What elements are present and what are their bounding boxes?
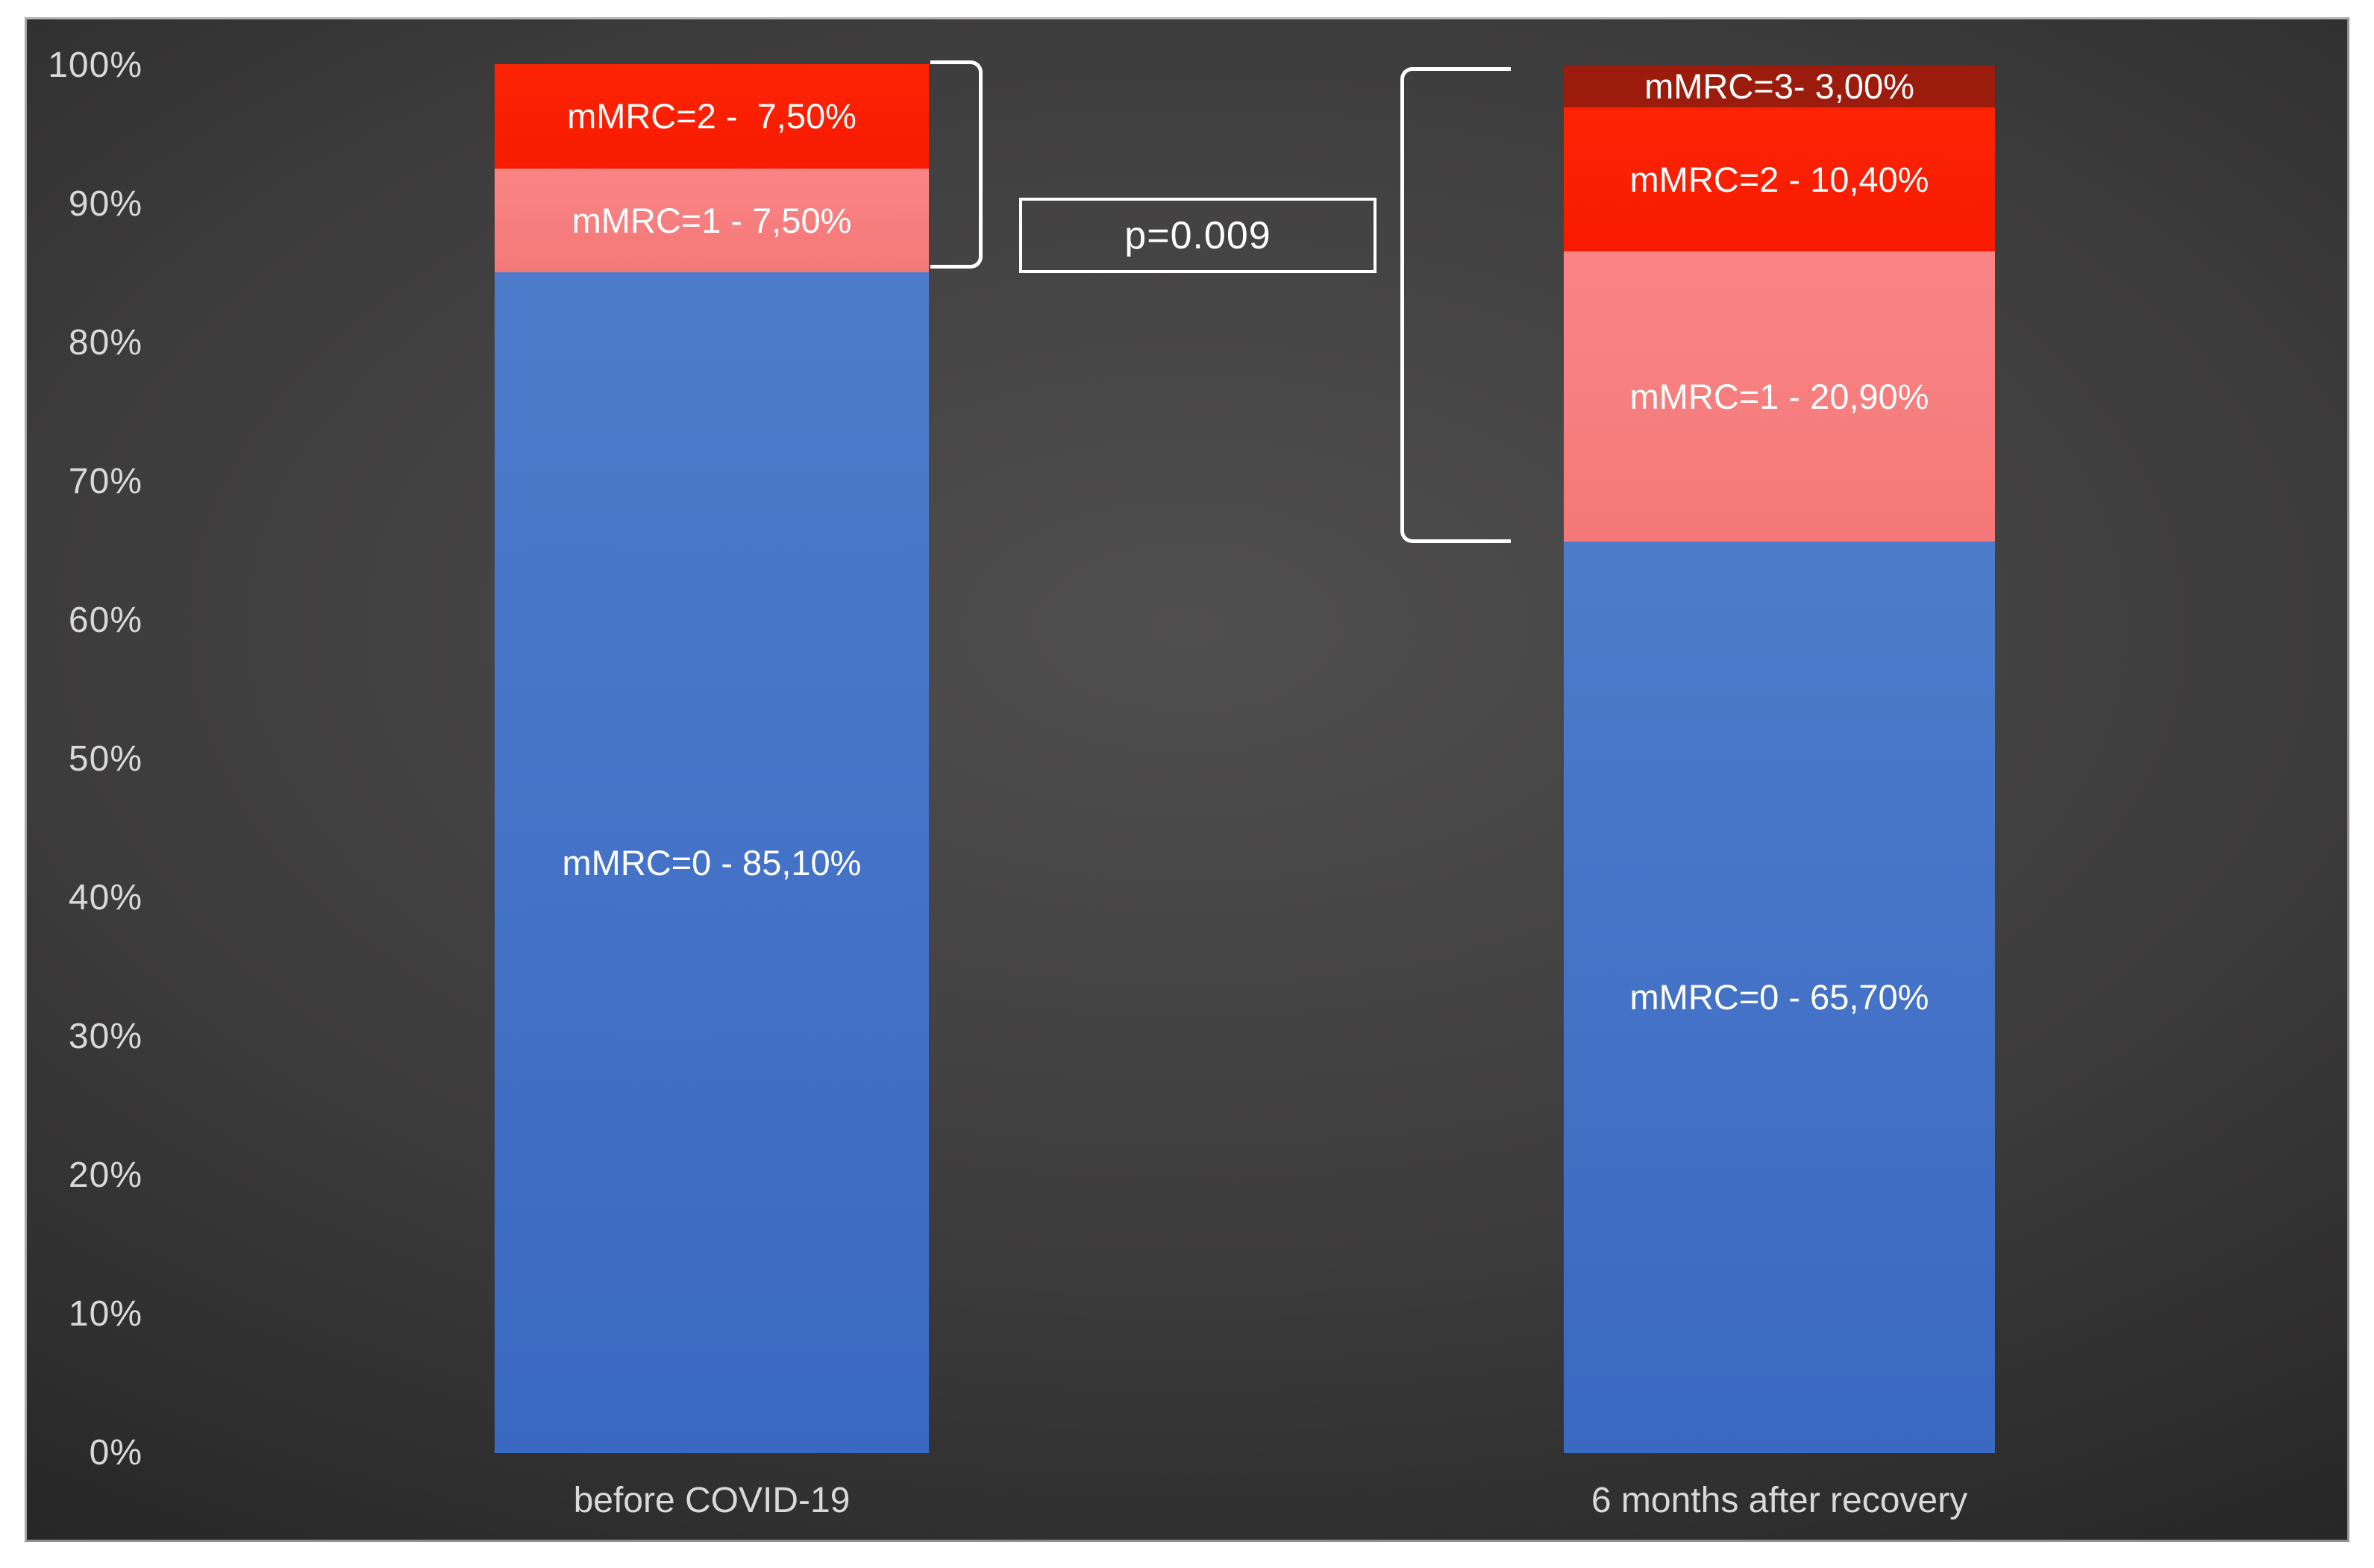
y-axis-tick-label-10: 10%: [68, 1294, 142, 1334]
y-axis-tick-label-0: 0%: [89, 1433, 142, 1473]
right-comparison-bracket: [1400, 67, 1511, 543]
y-axis-tick-label-30: 30%: [68, 1017, 142, 1056]
bar-segment-mmrc-2-after-recovery: mMRC=2 - 10,40%: [1564, 107, 1995, 252]
y-axis-tick-label-90: 90%: [68, 184, 142, 224]
y-axis-tick-label-100: 100%: [48, 46, 142, 85]
segment-data-label: mMRC=0 - 65,70%: [1629, 977, 1929, 1017]
chart-frame: 0% 10% 20% 30% 40% 50% 60% 70% 80% 90% 100% mMRC=0…: [25, 17, 2349, 1542]
p-value-label: p=0.009: [1124, 213, 1271, 257]
bar-segment-mmrc-1-after-recovery: mMRC=1 - 20,90%: [1564, 251, 1995, 542]
bar-segment-mmrc-2-before-covid: mMRC=2 - 7,50%: [495, 64, 929, 169]
y-axis-tick-label-80: 80%: [68, 323, 142, 363]
y-axis-tick-label-60: 60%: [68, 600, 142, 640]
y-axis-tick-label-20: 20%: [68, 1155, 142, 1195]
y-axis-tick-label-70: 70%: [68, 462, 142, 501]
y-axis-tick-label-50: 50%: [68, 739, 142, 779]
bar-segment-mmrc-0-before-covid: mMRC=0 - 85,10%: [495, 272, 929, 1453]
y-axis-tick-label-40: 40%: [68, 878, 142, 918]
segment-data-label: mMRC=3- 3,00%: [1644, 66, 1914, 107]
segment-data-label: mMRC=0 - 85,10%: [562, 843, 862, 883]
category-label-before-covid: before COVID-19: [573, 1481, 851, 1520]
segment-data-label: mMRC=2 - 7,50%: [567, 96, 856, 137]
bar-segment-mmrc-3-after-recovery: mMRC=3- 3,00%: [1564, 66, 1995, 107]
bar-segment-mmrc-0-after-recovery: mMRC=0 - 65,70%: [1564, 541, 1995, 1453]
bar-segment-mmrc-1-before-covid: mMRC=1 - 7,50%: [495, 168, 929, 273]
category-label-after-recovery: 6 months after recovery: [1591, 1481, 1968, 1520]
segment-data-label: mMRC=1 - 20,90%: [1629, 377, 1929, 417]
p-value-box: p=0.009: [1019, 198, 1377, 273]
left-comparison-bracket: [930, 60, 983, 269]
segment-data-label: mMRC=1 - 7,50%: [571, 200, 852, 240]
segment-data-label: mMRC=2 - 10,40%: [1629, 160, 1929, 200]
